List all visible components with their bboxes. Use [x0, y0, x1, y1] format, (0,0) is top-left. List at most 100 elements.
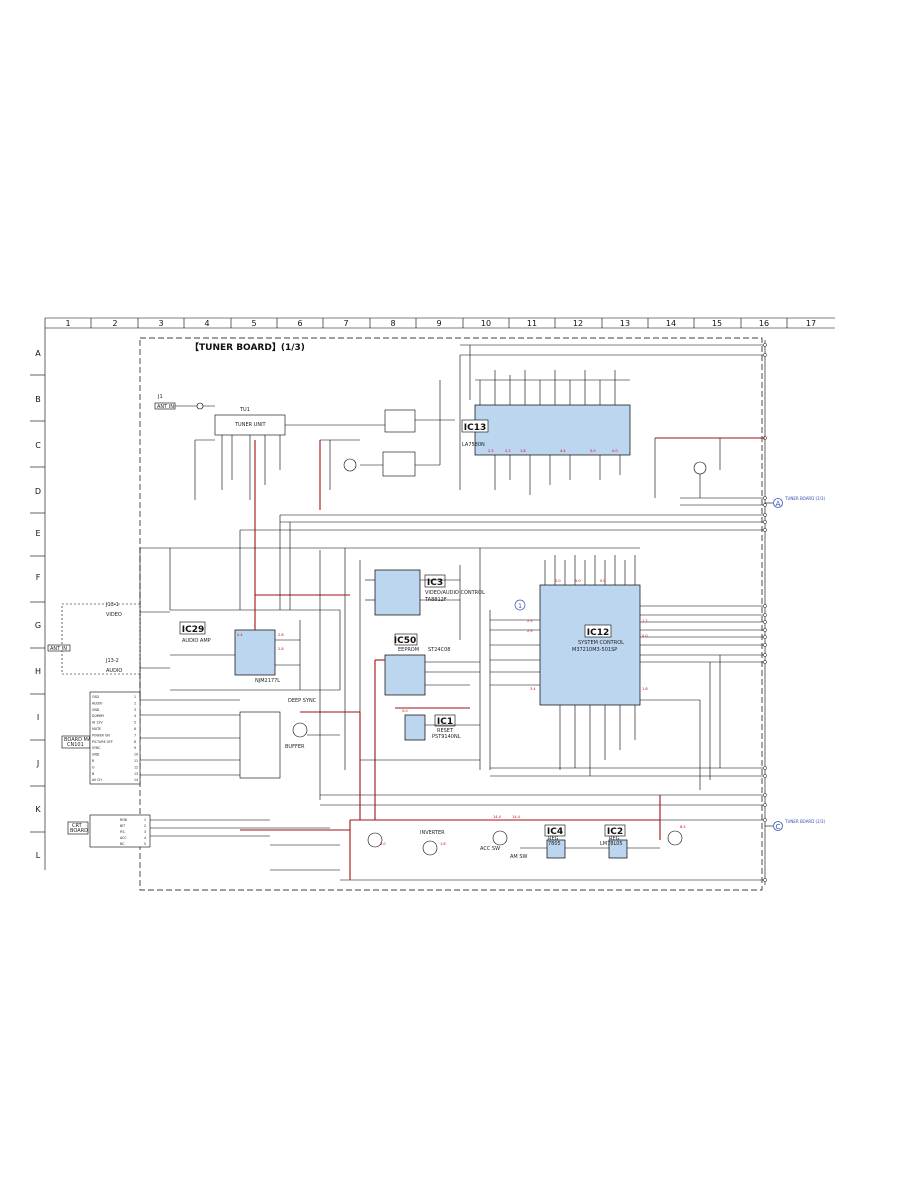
saw-filters	[360, 380, 455, 477]
column-label-17: 17	[806, 319, 816, 328]
column-label-15: 15	[712, 319, 722, 328]
connector-pin-label: GND	[92, 753, 100, 757]
svg-text:14.4: 14.4	[493, 815, 502, 819]
ic2-block: IC2 REG LM78L05	[600, 824, 660, 859]
connector-pin-label: DUMMY	[92, 714, 104, 718]
svg-text:3.4: 3.4	[530, 687, 536, 691]
svg-text:0.0: 0.0	[555, 579, 561, 583]
connector-pin-number: 13	[134, 772, 138, 776]
svg-text:2.2: 2.2	[505, 449, 511, 453]
crt-pin-number: 3	[144, 830, 146, 834]
lower-power-section: INVERTER ACC SW AM SW	[240, 795, 683, 880]
svg-text:8.5: 8.5	[680, 825, 686, 829]
svg-text:REG: REG	[548, 836, 559, 842]
offpage-ref-c: C TUNER BOARD (2/3)	[765, 819, 826, 831]
row-label-C: C	[35, 441, 41, 450]
svg-text:ANT IN: ANT IN	[50, 646, 67, 652]
connector-pin-label: G	[92, 765, 95, 769]
svg-text:IC12: IC12	[587, 628, 609, 638]
connector-pin-number: 11	[134, 759, 138, 763]
row-dividers	[30, 374, 45, 833]
svg-text:ACC SW: ACC SW	[480, 846, 500, 852]
svg-text:5.0: 5.0	[402, 709, 408, 713]
ic13-chip	[474, 404, 631, 456]
svg-text:NJM2177L: NJM2177L	[255, 678, 280, 684]
svg-text:TU1: TU1	[239, 407, 250, 413]
connector-pin-number: 9	[134, 746, 136, 750]
ic50-chip	[384, 654, 426, 696]
connector-pin-number: 12	[134, 765, 138, 769]
svg-text:BOARD: BOARD	[70, 828, 88, 834]
svg-text:2.3: 2.3	[527, 629, 533, 633]
svg-text:IC1: IC1	[437, 717, 453, 727]
svg-text:J13-2: J13-2	[105, 658, 119, 664]
row-label-J: J	[36, 759, 39, 768]
crt-pin-label: NC	[120, 842, 125, 846]
svg-text:AM SW: AM SW	[510, 854, 527, 860]
connector-pin-label: HI 12V	[92, 721, 103, 725]
connector-pin-number: 14	[134, 778, 138, 782]
q-right-c	[654, 437, 765, 498]
crt-pin-label: BIT	[120, 824, 125, 828]
ic29-chip	[234, 629, 276, 676]
offpage-ref-a: A TUNER BOARD (2/3)	[765, 496, 826, 508]
svg-text:VIDEO/AUDIO CONTROL: VIDEO/AUDIO CONTROL	[425, 590, 485, 596]
svg-text:BOARD MAIN: BOARD MAIN	[64, 737, 97, 743]
connector-pin-label: OSD	[92, 695, 100, 699]
svg-text:TUNER BOARD (2/3): TUNER BOARD (2/3)	[784, 496, 826, 501]
ic12-block: IC12 SYSTEM CONTROL M37210M3-501SP 1	[479, 547, 721, 780]
svg-text:IC2: IC2	[607, 827, 623, 837]
connector-pin-number: 5	[134, 721, 136, 725]
row-label-E: E	[35, 529, 40, 538]
connector-pin-label: POWER ON	[92, 733, 110, 737]
buffer-stage: DEEP SYNC BUFFER	[239, 698, 360, 779]
svg-text:4.4: 4.4	[560, 449, 566, 453]
row-label-I: I	[37, 713, 39, 722]
connector-pin-number: 1	[134, 695, 136, 699]
column-label-13: 13	[620, 319, 630, 328]
svg-text:CRT: CRT	[72, 823, 83, 829]
column-label-6: 6	[297, 319, 302, 328]
svg-text:C: C	[776, 823, 781, 831]
svg-text:2.4: 2.4	[237, 633, 243, 637]
svg-text:J1: J1	[157, 394, 163, 400]
ic3-chip	[374, 569, 421, 616]
ic1-block: IC1 RESET PST9140NL	[395, 707, 480, 741]
row-label-B: B	[35, 395, 41, 404]
row-label-L: L	[36, 851, 41, 860]
svg-text:ST24C08: ST24C08	[428, 647, 450, 653]
svg-text:AUDIO: AUDIO	[106, 668, 122, 674]
svg-text:SYSTEM CONTROL: SYSTEM CONTROL	[578, 640, 624, 646]
connector-pin-number: 3	[134, 708, 136, 712]
crt-pin-label: P.S.	[120, 830, 125, 834]
svg-text:7805: 7805	[548, 841, 561, 847]
column-headers: 1 2 3 4 5 6 7 8 9 10 11 12 13 14 15 16 1…	[65, 319, 816, 328]
row-label-K: K	[35, 805, 41, 814]
svg-text:5.0: 5.0	[590, 449, 596, 453]
column-label-8: 8	[390, 319, 395, 328]
svg-text:J13-1: J13-1	[105, 602, 119, 608]
connector-pin-label: AUDIO	[92, 701, 103, 705]
antenna-input: J1 ANT IN	[154, 394, 215, 410]
svg-text:0.0: 0.0	[600, 579, 606, 583]
board-title: 【TUNER BOARD】(1/3)	[190, 342, 305, 353]
svg-text:DEEP SYNC: DEEP SYNC	[288, 698, 317, 704]
row-label-G: G	[35, 621, 41, 630]
column-label-12: 12	[573, 319, 583, 328]
connector-pin-number: 10	[134, 753, 138, 757]
row-headers: A B C D E F G H I J K L	[35, 349, 41, 860]
column-label-1: 1	[65, 319, 70, 328]
column-label-16: 16	[759, 319, 769, 328]
row-label-D: D	[35, 487, 41, 496]
ic3-block: IC3 VIDEO/AUDIO CONTROL TA8812F	[344, 547, 485, 770]
svg-text:LM78L05: LM78L05	[600, 841, 623, 847]
svg-text:BUFFER: BUFFER	[285, 744, 305, 750]
svg-text:M37210M3-501SP: M37210M3-501SP	[572, 647, 617, 653]
connector-pin-number: 6	[134, 727, 136, 731]
svg-text:LA7580N: LA7580N	[462, 442, 485, 448]
ic13-block: IC13 LA7580N	[459, 345, 631, 495]
svg-text:1.8: 1.8	[520, 449, 526, 453]
svg-text:IC4: IC4	[547, 827, 563, 837]
